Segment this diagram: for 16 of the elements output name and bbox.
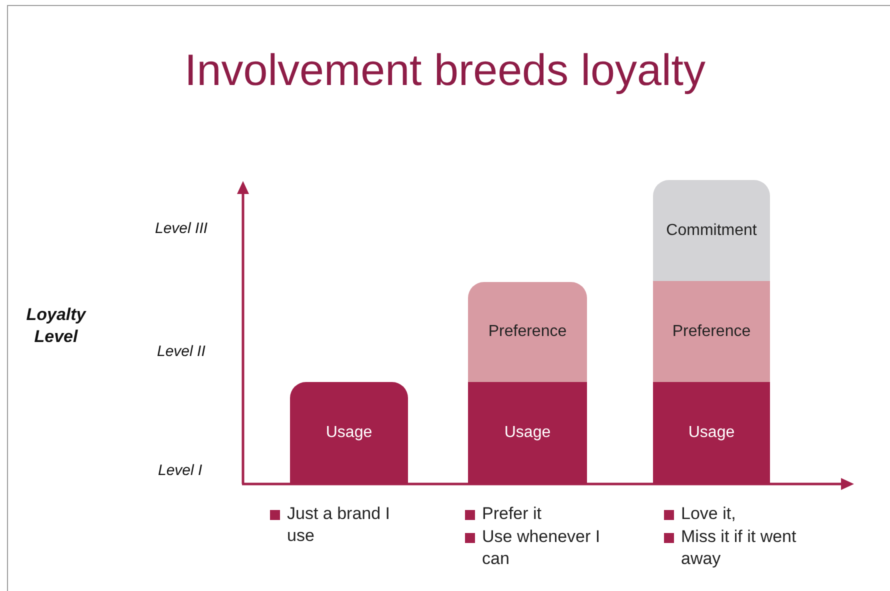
axis-level-label: Level II [157,343,206,360]
commitment-block: Commitment [653,180,770,281]
preference-block: Preference [468,282,587,382]
bullet-text: Miss it if it went away [681,526,798,570]
preference-block: Preference [653,281,770,382]
usage-block: Usage [290,382,408,484]
bullet-text: Use whenever I can [482,526,602,570]
usage-block: Usage [468,382,587,484]
bullet-text: Love it, [681,503,737,525]
bullet-text: Prefer it [482,503,543,525]
axis-title: Loyalty Level [25,304,88,348]
usage-block: Usage [653,382,770,484]
slide-title: Involvement breeds loyalty [184,46,706,96]
bullet-text: Just a brand I use [287,503,392,547]
axis-level-label: Level I [158,462,202,479]
axis-level-label: Level III [155,220,208,237]
